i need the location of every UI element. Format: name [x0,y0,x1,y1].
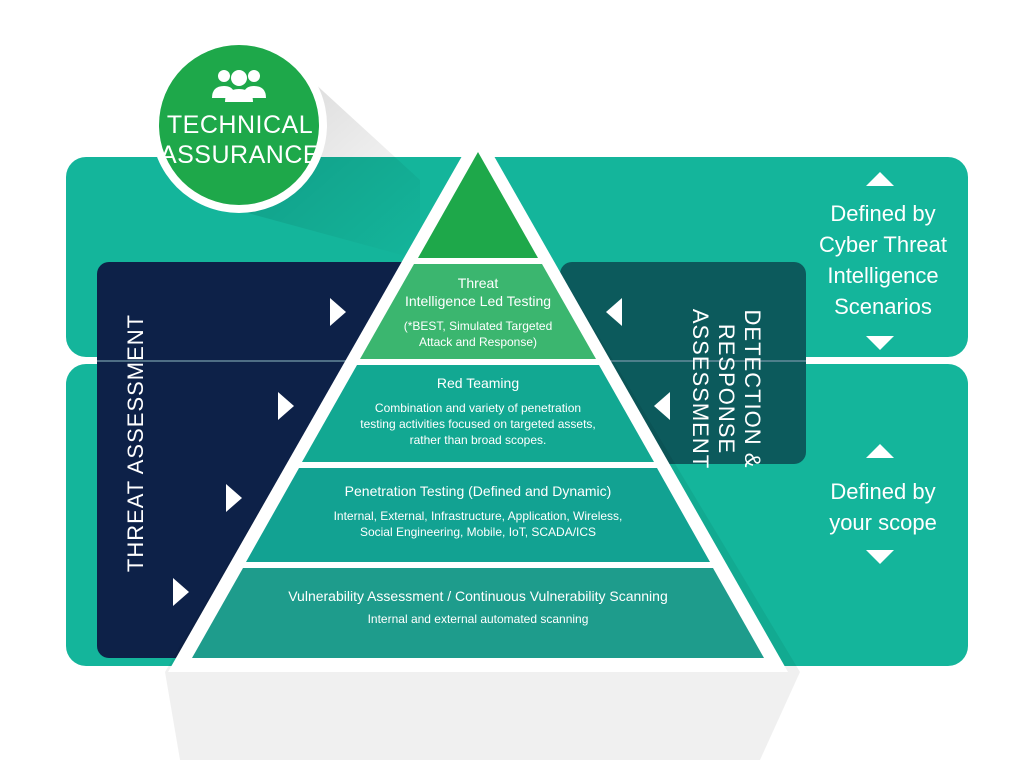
top-scope-line-4: Scenarios [834,294,932,319]
arrow-left-2 [654,392,670,420]
top-scope-line-2: Cyber Threat [819,232,947,257]
pyramid-level-3-shape [246,468,710,562]
bottom-scope-label: Defined by your scope [808,476,958,538]
arrow-right-1 [330,298,346,326]
arrow-right-4 [173,578,189,606]
level-4-title: Vulnerability Assessment / Continuous Vu… [288,588,668,604]
level-3-desc-line-1: Internal, External, Infrastructure, Appl… [333,509,623,523]
detection-label-line-3: ASSESSMENT [688,308,713,470]
arrow-up-top [866,172,894,186]
detection-response-label: DETECTION & RESPONSE ASSESSMENT [687,289,765,489]
pyramid-level-1: Threat Intelligence Led Testing (*BEST, … [378,274,578,350]
level-4-desc-line-1: Internal and external automated scanning [367,612,589,626]
bottom-scope-line-1: Defined by [830,479,936,504]
pyramid-level-4: Vulnerability Assessment / Continuous Vu… [258,587,698,627]
top-scope-line-1: Defined by [830,201,936,226]
arrow-down-bottom [866,550,894,564]
arrow-up-bottom [866,444,894,458]
level-1-desc-line-2: Attack and Response) [418,335,538,349]
pyramid-apex [418,152,538,258]
level-3-title: Penetration Testing (Defined and Dynamic… [344,483,612,499]
pyramid-level-2-shape [302,365,654,462]
badge-circle [159,45,319,205]
arrow-right-2 [278,392,294,420]
pyramid-level-4-shape [192,568,764,658]
detection-label-line-2: RESPONSE [714,323,739,455]
arrow-right-3 [226,484,242,512]
level-3-desc-line-2: Social Engineering, Mobile, IoT, SCADA/I… [359,525,597,539]
threat-assessment-label: THREAT ASSESSMENT [123,313,148,573]
badge-title-line-1: TECHNICAL [166,111,314,139]
level-1-title-line-1: Threat [457,275,499,291]
pyramid-level-2: Red Teaming Combination and variety of p… [328,374,628,448]
level-2-title: Red Teaming [436,375,520,391]
arrow-left-1 [606,298,622,326]
level-2-desc-line-2: testing activities focused on targeted a… [360,417,596,431]
badge-title-line-2: ASSURANCE [159,141,321,169]
arrow-down-top [866,336,894,350]
detection-label-line-1: DETECTION & [740,309,765,469]
bottom-scope-line-2: your scope [829,510,937,535]
pyramid-level-1-shape [360,264,596,359]
top-scope-label: Defined by Cyber Threat Intelligence Sce… [808,198,958,322]
level-1-title-line-2: Intelligence Led Testing [404,293,552,309]
level-2-desc-line-1: Combination and variety of penetration [374,401,582,415]
badge-title: TECHNICAL ASSURANCE [150,110,330,170]
pyramid-level-3: Penetration Testing (Defined and Dynamic… [278,482,678,540]
top-scope-line-3: Intelligence [827,263,939,288]
users-icon [212,70,266,102]
level-1-desc-line-1: (*BEST, Simulated Targeted [403,319,553,333]
level-2-desc-line-3: rather than broad scopes. [409,433,547,447]
